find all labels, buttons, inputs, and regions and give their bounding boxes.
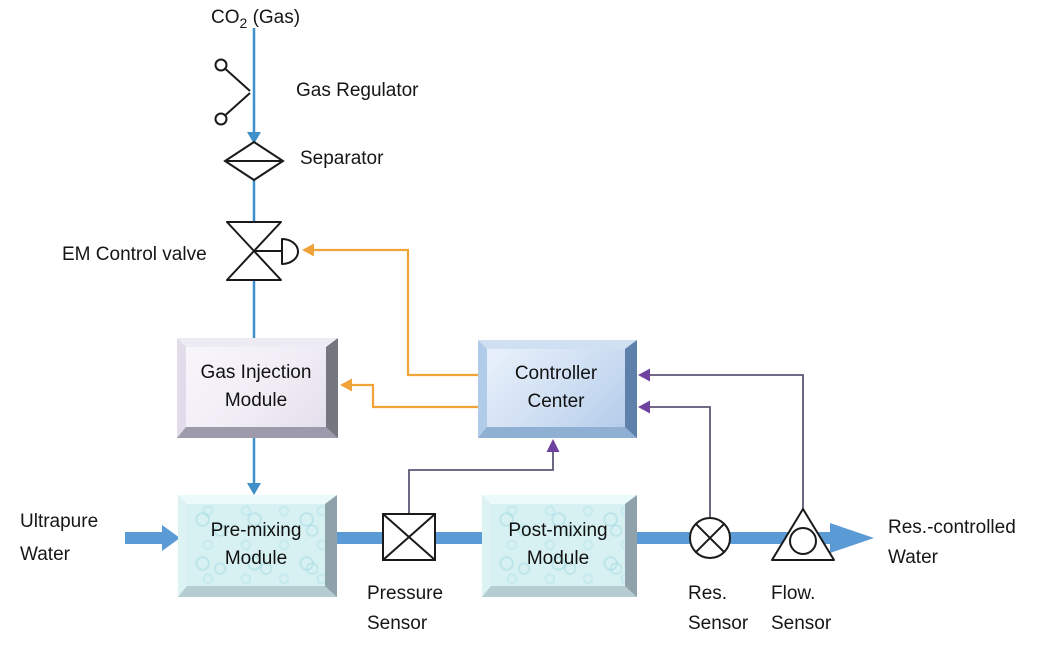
- separator-label: Separator: [300, 148, 384, 169]
- flow-line1: Flow.: [771, 583, 816, 604]
- regulator-stem-top: [224, 68, 251, 92]
- flow-line2: Sensor: [771, 613, 832, 634]
- regulator-handle-top: [214, 58, 228, 72]
- gas-injection-label-line1: Gas Injection: [200, 362, 312, 383]
- regulator-handle-bottom: [214, 112, 228, 126]
- ultrapure-water-label: Ultrapure Water: [20, 505, 98, 571]
- pressure-line2: Sensor: [367, 613, 428, 634]
- pre-mixing-label-line1: Pre-mixing: [210, 520, 302, 541]
- co2-gas-label: CO2 (Gas): [211, 3, 300, 38]
- regulator-stem-bottom: [224, 92, 251, 116]
- em-control-valve-label: EM Control valve: [62, 244, 207, 265]
- controller-right-upper-arrowhead: [638, 368, 650, 382]
- pre-mixing-module: Pre-mixing Module: [178, 495, 337, 597]
- pressure-sensor-symbol: [382, 513, 436, 561]
- flow-to-controller-line: [645, 374, 804, 510]
- controller-label-line2: Center: [527, 391, 585, 412]
- ultrapure-line1: Ultrapure: [20, 511, 99, 532]
- res-to-controller-line: [645, 406, 711, 520]
- co2-subscript: 2: [239, 14, 248, 31]
- res-line2: Sensor: [688, 613, 749, 634]
- valve-lower-triangle: [226, 250, 282, 281]
- water-pipe-arrows: [125, 523, 874, 553]
- gas-injection-label-line2: Module: [224, 390, 288, 411]
- flow-sensor-symbol: [771, 508, 835, 561]
- separator-symbol: [223, 140, 285, 182]
- pressure-sensor-cross: [382, 513, 436, 561]
- controller-to-injection-line: [348, 383, 478, 409]
- controller-bottom-arrowhead: [546, 439, 560, 452]
- post-mixing-label-line1: Post-mixing: [508, 520, 608, 541]
- res-controlled-water-label: Res.-controlled Water: [888, 513, 1016, 573]
- ultrapure-line2: Water: [20, 544, 70, 565]
- gas-regulator-symbol: [214, 58, 251, 126]
- gas-regulator-label: Gas Regulator: [296, 80, 419, 101]
- control-signal-arrows: [302, 243, 352, 392]
- outlet-line1: Res.-controlled: [888, 517, 1016, 538]
- pressure-to-controller-line: [408, 446, 554, 516]
- co2-prefix: CO: [211, 7, 240, 28]
- inlet-block-arrow: [125, 525, 180, 551]
- co2-suffix: (Gas): [247, 7, 301, 28]
- post-mixing-module: Post-mixing Module: [482, 495, 637, 597]
- gas-line-arrows: [247, 132, 261, 495]
- em-control-valve-symbol: [226, 221, 299, 281]
- outlet-arrowhead: [830, 523, 874, 553]
- gas-injection-module: Gas Injection Module: [177, 338, 338, 438]
- pressure-line1: Pressure: [367, 583, 444, 604]
- res-sensor-label: Res. Sensor: [688, 579, 748, 639]
- controller-center-module: Controller Center: [478, 340, 637, 438]
- post-mixing-label-line2: Module: [526, 548, 590, 569]
- sensor-signal-arrows: [546, 368, 650, 452]
- outlet-line2: Water: [888, 547, 938, 568]
- premix-arrowhead: [247, 483, 261, 495]
- controller-right-lower-arrowhead: [638, 400, 650, 414]
- sensor-signal-lines: [408, 374, 804, 520]
- valve-upper-triangle: [226, 221, 282, 252]
- controller-label-line1: Controller: [514, 363, 598, 384]
- flow-sensor-circle: [789, 527, 817, 555]
- valve-arrowhead: [302, 243, 314, 257]
- injection-arrowhead: [340, 378, 352, 392]
- res-line1: Res.: [688, 583, 728, 604]
- pre-mixing-label-line2: Module: [224, 548, 288, 569]
- res-sensor-symbol: [689, 517, 731, 559]
- control-signal-lines: [312, 248, 478, 409]
- valve-actuator-d: [281, 238, 299, 265]
- res-sensor-cross: [695, 523, 725, 553]
- flow-sensor-label: Flow. Sensor: [771, 579, 831, 639]
- separator-arrowhead: [247, 132, 261, 144]
- pressure-sensor-label: Pressure Sensor: [367, 579, 443, 639]
- controller-to-valve-line: [312, 248, 478, 377]
